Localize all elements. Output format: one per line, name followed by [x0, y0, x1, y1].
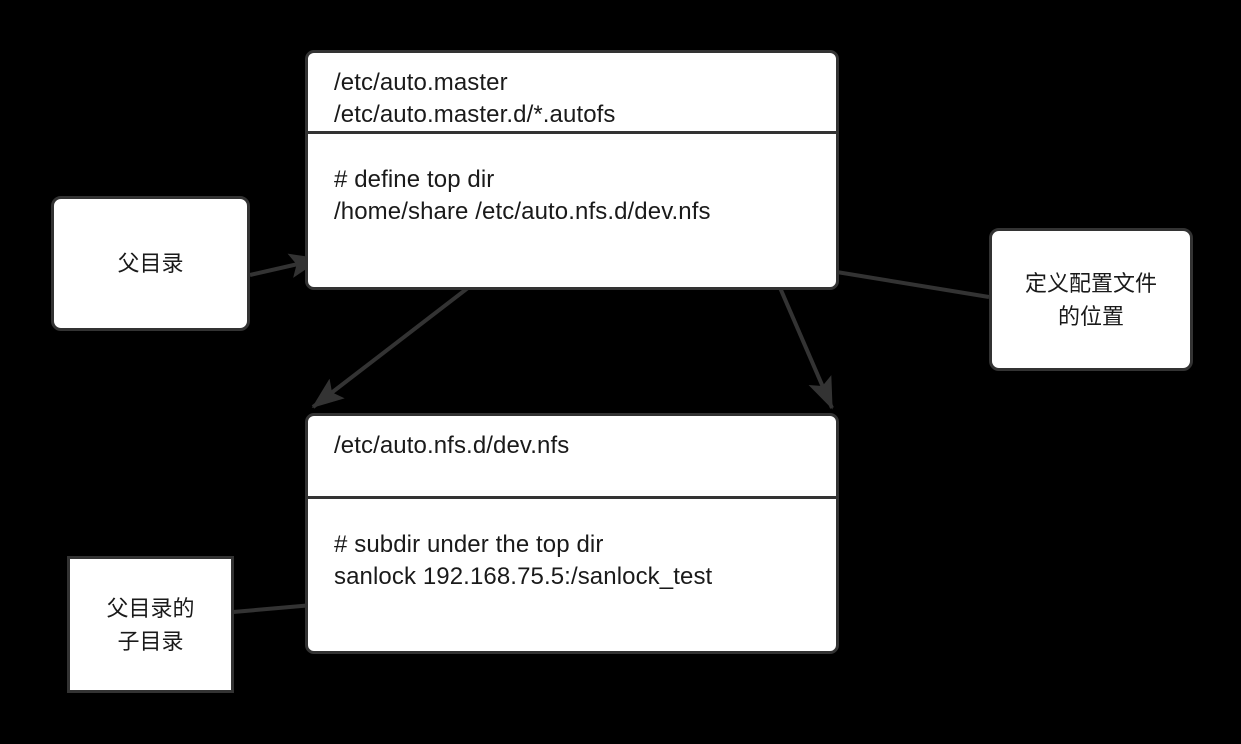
note-child-directory[interactable]: 父目录的 子目录	[67, 556, 234, 693]
nfs-file-path: /etc/auto.nfs.d/dev.nfs	[308, 416, 836, 499]
note-parent-directory[interactable]: 父目录	[51, 196, 250, 331]
node-nfs-file[interactable]: /etc/auto.nfs.d/dev.nfs # subdir under t…	[305, 413, 839, 654]
note-child-directory-label: 父目录的 子目录	[106, 595, 195, 654]
master-file-paths: /etc/auto.master /etc/auto.master.d/*.au…	[308, 53, 836, 134]
master-file-contents: # define top dir /home/share /etc/auto.n…	[334, 166, 711, 226]
note-config-file-location-label: 定义配置文件 的位置	[1024, 270, 1157, 329]
note-config-file-location[interactable]: 定义配置文件 的位置	[989, 228, 1193, 371]
nfs-file-contents: # subdir under the top dir sanlock 192.1…	[334, 531, 713, 591]
note-parent-directory-label: 父目录	[117, 251, 184, 276]
node-master-file[interactable]: /etc/auto.master /etc/auto.master.d/*.au…	[305, 50, 839, 290]
